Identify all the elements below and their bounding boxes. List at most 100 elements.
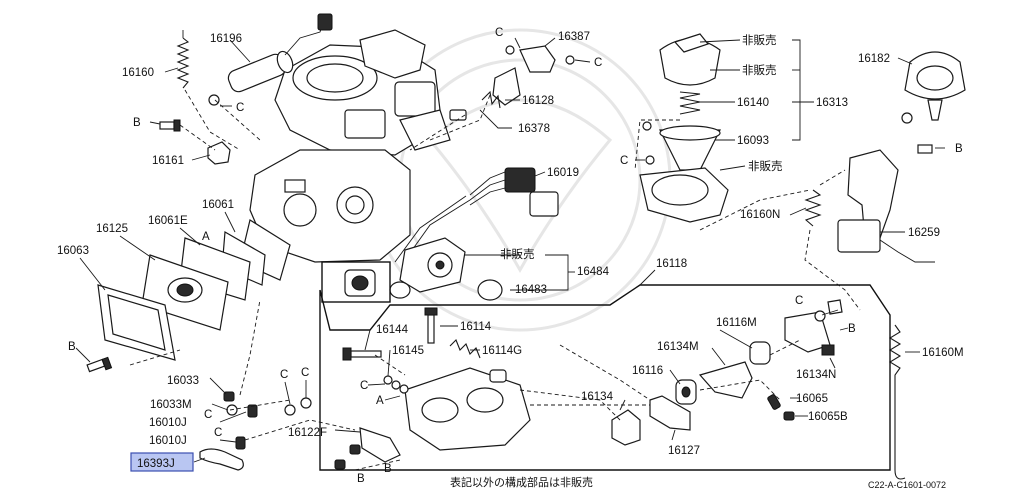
- label-c: C: [204, 409, 212, 421]
- washers-16145: [383, 375, 409, 394]
- label-16160M: 16160M: [922, 347, 964, 359]
- label-16134M: 16134M: [657, 341, 699, 353]
- label-16313: 16313: [816, 97, 848, 109]
- bolt-b-bottom-b: [349, 444, 361, 455]
- label-c: C: [360, 380, 368, 392]
- label-16010J: 16010J: [149, 435, 187, 447]
- highlight-16393J[interactable]: 16393J: [130, 452, 194, 472]
- linkage-16387-cluster: [449, 45, 575, 121]
- part-16065B-nut: [783, 411, 795, 421]
- part-16196-tube: [227, 13, 333, 93]
- label-16093: 16093: [737, 135, 769, 147]
- label-16182: 16182: [858, 53, 890, 65]
- part-16114-screw: [424, 307, 438, 344]
- part-16483-cap: [477, 279, 503, 301]
- label-16387: 16387: [558, 31, 590, 43]
- label-16033M: 16033M: [150, 399, 192, 411]
- label-b: B: [357, 473, 365, 485]
- part-throttle-body: [404, 367, 531, 451]
- label-b: B: [384, 463, 392, 475]
- label-16114: 16114: [460, 321, 492, 333]
- label-16010J: 16010J: [149, 417, 187, 429]
- part-16010J-bolt-b: [235, 436, 246, 450]
- part-16116-roller: [675, 379, 697, 405]
- part-16033-screw: [223, 391, 235, 402]
- label-b: B: [848, 323, 856, 335]
- part-16122F-bracket: [359, 427, 401, 463]
- label-16161: 16161: [152, 155, 184, 167]
- label-16061E: 16061E: [148, 215, 188, 227]
- leader-lines: [75, 37, 945, 463]
- carburetor-main-body: [249, 149, 411, 263]
- label-16127: 16127: [668, 445, 700, 457]
- label-16033: 16033: [167, 375, 199, 387]
- label-16160: 16160: [122, 67, 154, 79]
- assembly-dash-lines: [129, 89, 861, 471]
- label-16160N: 16160N: [740, 209, 780, 221]
- bolt-b-left: [159, 119, 181, 132]
- label-a: A: [202, 231, 210, 243]
- part-16063-gasket: [97, 284, 176, 361]
- washer-c-lower-a: [284, 404, 296, 416]
- part-16065-screw: [767, 394, 781, 410]
- label-a: A: [376, 395, 384, 407]
- label-non-sale-4: 非販売: [500, 248, 535, 261]
- label-16144: 16144: [376, 324, 409, 336]
- part-16182-actuator: [901, 51, 966, 124]
- label-c: C: [620, 155, 628, 167]
- label-c: C: [495, 27, 503, 39]
- part-16161-bracket: [207, 141, 231, 165]
- label-16140: 16140: [737, 97, 769, 109]
- label-c: C: [280, 369, 288, 381]
- part-16144-screw: [342, 347, 382, 361]
- label-16196: 16196: [210, 33, 242, 45]
- label-16125: 16125: [96, 223, 128, 235]
- label-b: B: [133, 117, 141, 129]
- label-c: C: [236, 102, 244, 114]
- washer-c: [208, 94, 220, 106]
- label-16019: 16019: [547, 167, 579, 179]
- carburetor-top-assembly: [274, 29, 451, 156]
- part-16160M-spring: [888, 324, 906, 480]
- part-16019-connector: [394, 167, 559, 263]
- part-16313-diaphragm-stack: [639, 33, 729, 223]
- bolt-b-bottom-a: [334, 459, 346, 470]
- label-non-sale-2: 非販売: [742, 64, 777, 77]
- label-b: B: [68, 341, 76, 353]
- part-16134-plate: [611, 409, 641, 446]
- label-16393J: 16393J: [137, 458, 175, 470]
- label-16065B: 16065B: [808, 411, 848, 423]
- label-16128: 16128: [522, 95, 554, 107]
- label-16483: 16483: [515, 284, 547, 296]
- label-c: C: [214, 427, 222, 439]
- footnote-non-sale: 表記以外の構成部品は非販売: [450, 475, 593, 489]
- label-16145: 16145: [392, 345, 424, 357]
- label-c: C: [795, 295, 803, 307]
- label-non-sale-3: 非販売: [748, 160, 783, 173]
- drawing-code: C22-A-C1601-0072: [868, 480, 946, 490]
- label-c: C: [301, 367, 309, 379]
- label-16118: 16118: [656, 258, 687, 270]
- label-16134: 16134: [581, 391, 614, 403]
- part-16160N-spring: [804, 189, 822, 227]
- label-16061: 16061: [202, 199, 234, 211]
- label-16259: 16259: [908, 227, 940, 239]
- part-16010J-bolt-a: [247, 404, 258, 418]
- label-16065: 16065: [796, 393, 828, 405]
- label-16378: 16378: [518, 123, 550, 135]
- label-16484: 16484: [577, 266, 610, 278]
- part-16134M-lever: [698, 361, 753, 399]
- label-16122F: 16122F: [288, 427, 327, 439]
- part-labels: 16160 16196 B C 16161 C 16387 C 16128 16…: [57, 27, 964, 485]
- bracketed-jet: [344, 269, 376, 297]
- part-16134N-bracket: [784, 299, 843, 356]
- bolt-b-lower-left: [86, 356, 113, 373]
- highlight-box[interactable]: [130, 452, 194, 472]
- jet-frame: [321, 261, 391, 303]
- part-16259-bracket-unit: [837, 144, 935, 263]
- part-16127-plate: [649, 395, 691, 431]
- label-16063: 16063: [57, 245, 89, 257]
- part-16114G-spring: [449, 339, 481, 359]
- part-16160-spring: [176, 37, 190, 89]
